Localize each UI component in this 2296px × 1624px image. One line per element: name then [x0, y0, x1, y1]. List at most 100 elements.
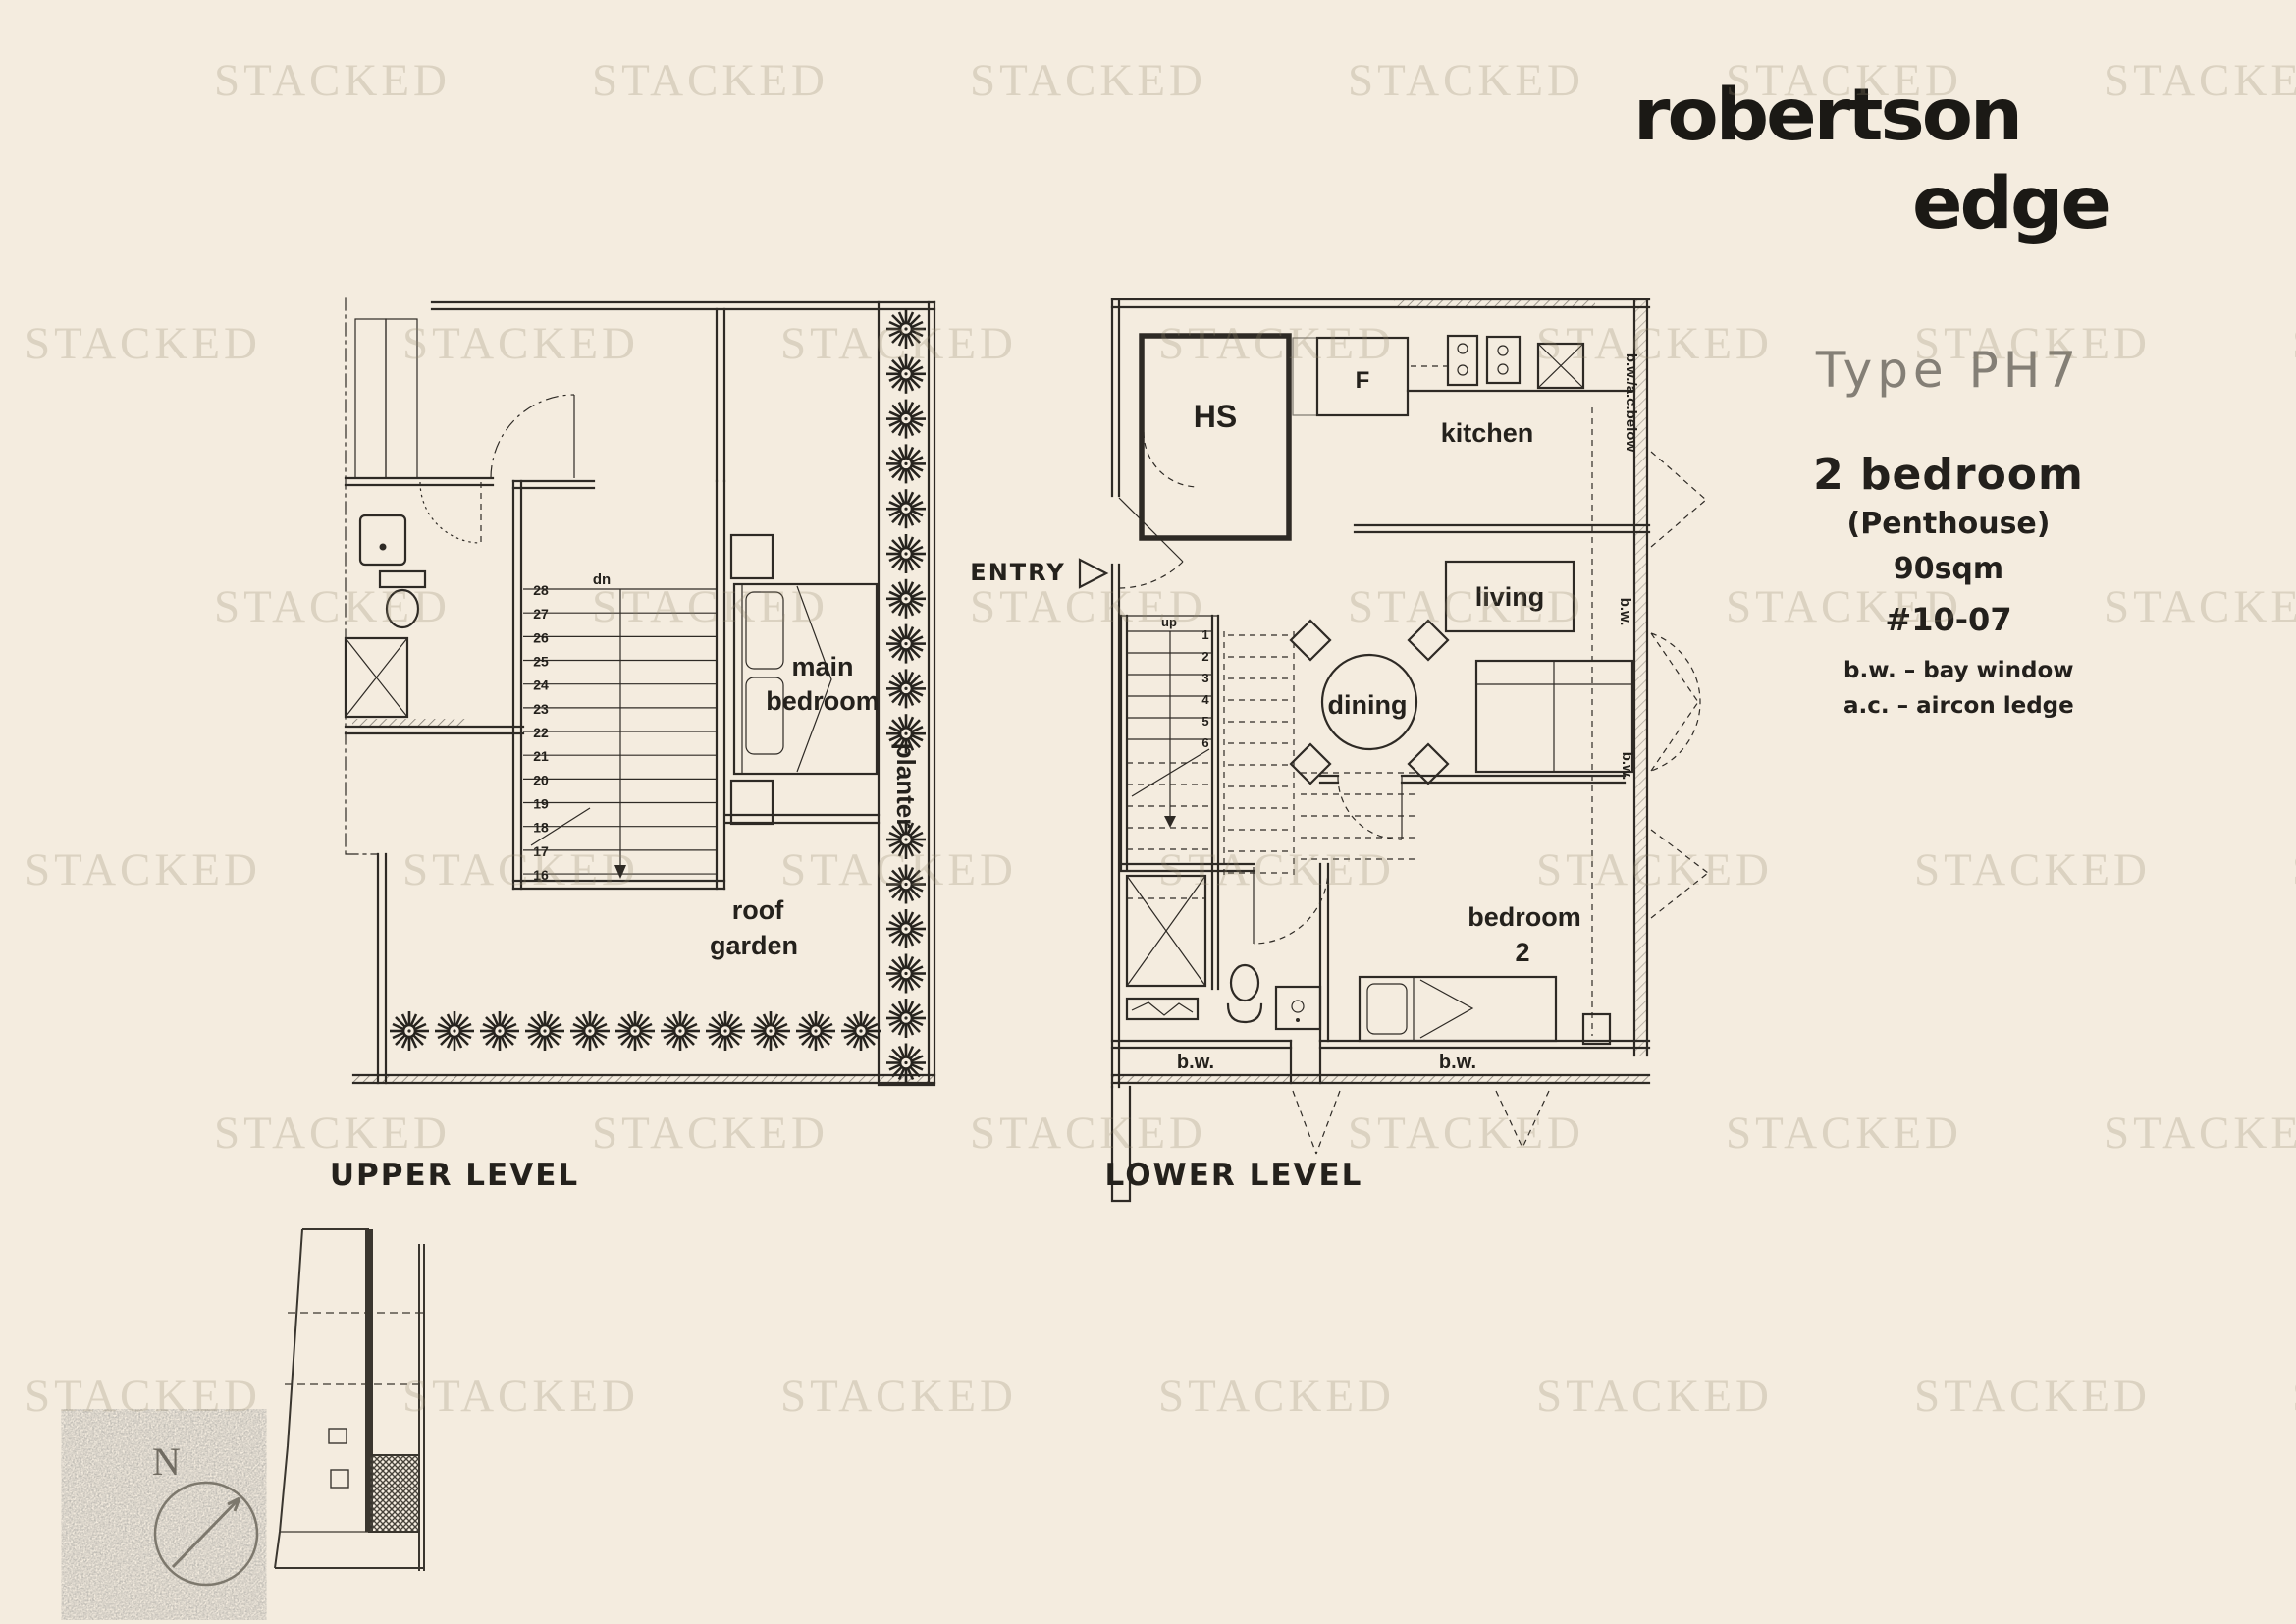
logo-robertson: robertson	[1633, 72, 2023, 157]
dining-label: dining	[1328, 690, 1408, 720]
watermark-text: STACKED	[2292, 843, 2296, 896]
flower-icon	[839, 1009, 882, 1053]
chair-icon	[1289, 742, 1332, 785]
entry: ENTRY	[970, 497, 1184, 589]
watermark-text: STACKED	[2292, 317, 2296, 370]
toilet-base-icon	[1226, 1002, 1263, 1024]
flower-icon	[478, 1009, 521, 1053]
pillow-icon	[745, 677, 784, 755]
planter-label: planter	[891, 743, 921, 829]
sink-icon	[1536, 342, 1585, 390]
penthouse-label: (Penthouse)	[1846, 507, 2051, 541]
watermark-text: STACKED	[2292, 1370, 2296, 1423]
stair-step-number: 3	[1201, 671, 1208, 685]
pillow-icon	[1366, 983, 1408, 1035]
flower-icon	[614, 1009, 657, 1053]
flower-icon	[388, 1009, 431, 1053]
flower-icon	[794, 1009, 837, 1053]
basin-icon	[1274, 985, 1322, 1031]
dining-table-icon	[1320, 653, 1418, 751]
basin-icon	[358, 514, 407, 567]
bay-windows: b.w. b.w.	[1110, 1039, 1651, 1155]
watermark-text: STACKED	[25, 318, 261, 369]
stair-step-number: 18	[533, 820, 549, 836]
stair-step-number: 1	[1201, 627, 1208, 642]
flower-icon	[884, 307, 928, 351]
lower-stairwell: 1 2 3 4 5 6 up	[1119, 614, 1220, 991]
entry-label: ENTRY	[970, 559, 1065, 586]
casement-windows	[1650, 451, 1709, 919]
watermark-text: STACKED	[1158, 1371, 1395, 1422]
stairs-up-label: up	[1161, 615, 1177, 629]
flower-icon	[749, 1009, 792, 1053]
stair-step-number: 25	[533, 654, 549, 670]
household-shelter: HS	[1139, 333, 1292, 541]
stair-step-number: 4	[1201, 692, 1209, 707]
watermark-text: STACKED	[1348, 55, 1584, 106]
entry-arrow-icon	[1078, 558, 1109, 589]
stair-step-number: 2	[1201, 649, 1208, 664]
flower-icon	[704, 1009, 747, 1053]
area-label: 90sqm	[1893, 552, 2004, 586]
toilet-icon	[1229, 963, 1260, 1002]
flower-icon	[568, 1009, 612, 1053]
stair-step-number: 16	[533, 867, 549, 883]
unit-type-label: Type PH7	[1815, 342, 2082, 399]
stair-step-number: 22	[533, 725, 549, 740]
stair-step-number: 20	[533, 772, 549, 787]
legend-bay-window: b.w. – bay window	[1843, 658, 2074, 683]
hob-icon	[1485, 335, 1522, 385]
flower-icon	[884, 623, 928, 665]
watermark-text: STACKED	[592, 55, 828, 106]
bedroom2-label-1: bedroom	[1468, 902, 1581, 932]
pillow-icon	[745, 591, 784, 670]
lower-outer-walls	[1110, 298, 1651, 1203]
flower-icon	[884, 907, 928, 950]
compass-noise-box	[71, 1419, 257, 1610]
dining-area: dining	[1223, 619, 1450, 879]
kitchen-label: kitchen	[1441, 418, 1534, 448]
bedside-table-icon	[729, 779, 774, 826]
trellis-hatch	[354, 318, 418, 479]
column-icon	[1581, 1012, 1612, 1046]
flower-icon	[523, 1009, 566, 1053]
lower-stair-numbers: 1 2 3 4 5 6	[1201, 627, 1209, 750]
bedroom-2: bedroom 2	[1318, 774, 1627, 1046]
main-bedroom: main bedroom	[724, 533, 881, 826]
stair-step-number: 6	[1201, 735, 1208, 750]
watermark-text: STACKED	[1914, 844, 2151, 895]
watermark-text: STACKED	[214, 55, 451, 106]
flower-icon	[884, 997, 928, 1040]
upper-planter-strip: planter	[388, 300, 936, 1087]
fridge-label: F	[1356, 367, 1370, 394]
north-label: N	[152, 1439, 181, 1484]
bedroom2-label-2: 2	[1515, 938, 1529, 967]
chair-icon	[1407, 619, 1450, 662]
building-outline	[274, 1228, 425, 1571]
upper-level-plan: planter	[330, 297, 936, 1193]
bed-icon	[1358, 975, 1558, 1043]
stair-step-number: 5	[1201, 714, 1208, 729]
upper-outer-walls	[345, 297, 936, 1085]
stairs-dn-label: dn	[593, 571, 611, 588]
flower-icon	[884, 487, 928, 530]
roof-garden-label-2: garden	[710, 931, 798, 960]
main-bedroom-label-1: main	[791, 652, 853, 681]
watermark-text: STACKED	[2104, 55, 2296, 106]
stair-step-number: 24	[533, 677, 549, 693]
upper-hall-door	[490, 307, 726, 483]
hob-icon	[1446, 334, 1479, 387]
lower-bathroom	[1119, 862, 1330, 1043]
stair-step-number: 19	[533, 796, 549, 812]
compass-needle-icon	[171, 1496, 241, 1569]
flower-icon	[884, 398, 928, 440]
lower-level-plan: b.w. b.w. HS F kitchen b.w./a.c.b	[970, 298, 1709, 1203]
unit-location-shaded	[368, 1454, 420, 1533]
flower-icon	[884, 952, 928, 995]
shower-icon	[344, 636, 409, 719]
toilet-tank-icon	[378, 569, 427, 589]
logo-edge: edge	[1912, 160, 2111, 245]
upper-bathroom	[344, 476, 525, 735]
